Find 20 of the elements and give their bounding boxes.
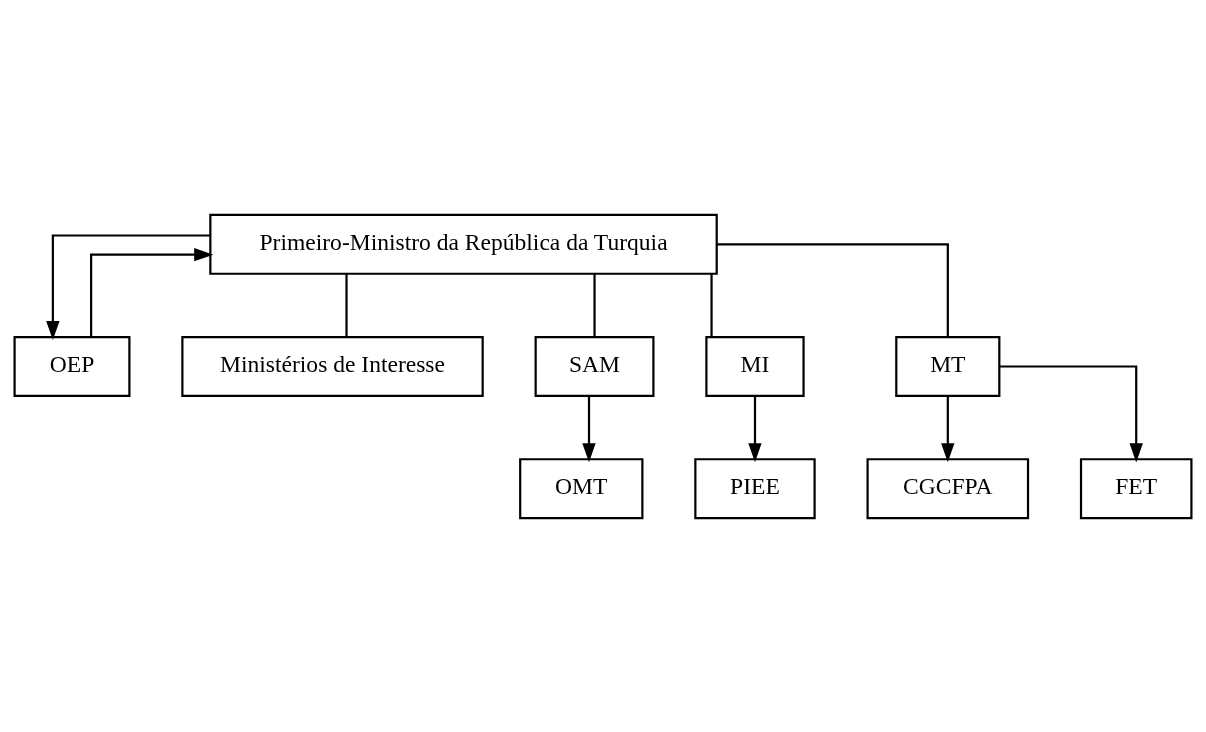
node-box: SAM xyxy=(534,335,655,397)
connector xyxy=(710,273,713,337)
node-box: PIEE xyxy=(694,457,816,519)
arrow xyxy=(90,247,214,336)
connector xyxy=(345,273,348,337)
node-box: MT xyxy=(895,335,1001,397)
arrow xyxy=(748,395,762,462)
node-box: MI xyxy=(705,335,805,397)
node-box: CGCFPA xyxy=(866,457,1030,519)
arrow xyxy=(941,395,955,462)
arrow xyxy=(999,364,1143,462)
node-box: OMT xyxy=(519,457,644,519)
connector xyxy=(593,273,596,337)
arrow xyxy=(582,395,596,462)
connector xyxy=(717,242,949,337)
node-box: Primeiro-Ministro da República da Turquia xyxy=(209,213,718,275)
node-box: FET xyxy=(1079,457,1193,519)
arrow xyxy=(46,233,210,340)
node-box: Ministérios de Interesse xyxy=(181,335,484,397)
node-box: OEP xyxy=(13,335,131,397)
